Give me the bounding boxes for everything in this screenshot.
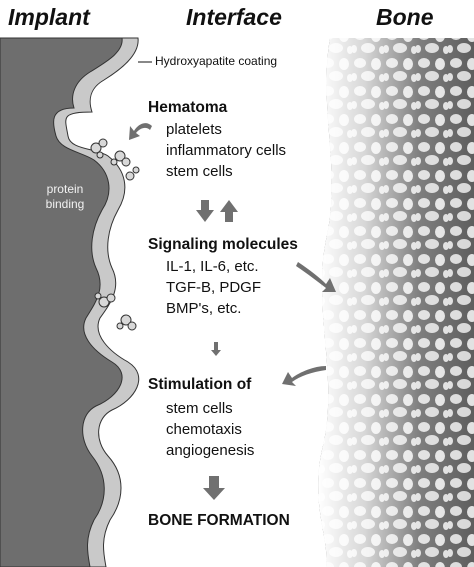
protein-binding-line-2: binding: [45, 197, 85, 211]
stimulation-list: stem cells chemotaxis angiogenesis: [166, 398, 254, 461]
coating-label: Hydroxyapatite coating: [155, 54, 278, 68]
list-item: TGF-B, PDGF: [166, 279, 261, 296]
hematoma-list: platelets inflammatory cells stem cells: [166, 119, 286, 182]
list-item: inflammatory cells: [166, 142, 287, 159]
hematoma-title: Hematoma: [148, 99, 228, 116]
list-item: stem cells: [166, 163, 233, 180]
down-arrow-2: [211, 342, 221, 356]
list-item: chemotaxis: [166, 421, 242, 438]
curved-arrows: [129, 123, 336, 386]
protein-binding-line-1: protein: [46, 182, 84, 196]
list-item: stem cells: [166, 400, 233, 417]
stimulation-title: Stimulation of: [148, 376, 252, 393]
list-item: platelets: [166, 121, 222, 138]
bone-header: Bone: [376, 4, 434, 30]
bone-to-stimulation-arrow: [282, 366, 326, 386]
down-arrow-3: [203, 476, 225, 500]
list-item: angiogenesis: [166, 442, 255, 459]
bone-region: [318, 38, 474, 567]
protein-molecules: [90, 138, 140, 331]
down-arrow-1: [196, 200, 214, 222]
signaling-title: Signaling molecules: [148, 236, 298, 253]
flow-arrows: [196, 200, 238, 500]
implant-header: Implant: [8, 4, 90, 30]
signaling-list: IL-1, IL-6, etc. TGF-B, PDGF BMP's, etc.: [166, 256, 261, 319]
list-item: IL-1, IL-6, etc.: [166, 258, 259, 275]
implant-body: [0, 37, 123, 567]
protein-binding-label: protein binding: [34, 182, 96, 212]
hematoma-to-protein-arrow: [129, 123, 152, 140]
list-item: BMP's, etc.: [166, 300, 242, 317]
up-arrow-1: [220, 200, 238, 222]
bone-formation-label: BONE FORMATION: [148, 512, 290, 529]
interface-header: Interface: [186, 4, 282, 30]
signaling-to-bone-arrow: [296, 262, 336, 292]
